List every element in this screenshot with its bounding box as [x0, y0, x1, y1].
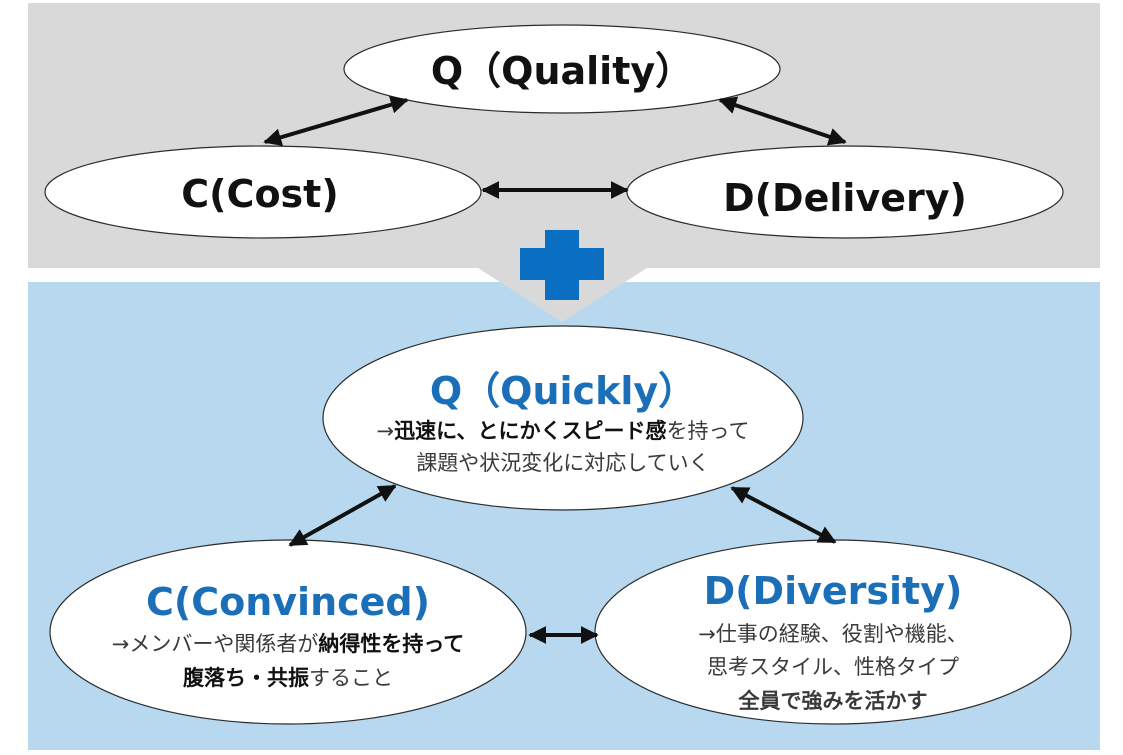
- quality-ellipse: [343, 24, 781, 114]
- diversity-desc-line3: 全員で強みを活かす: [738, 689, 928, 713]
- quickly-diversity-arrow: [730, 486, 837, 544]
- diversity-desc-line1: →仕事の経験、役割や機能、: [698, 622, 968, 646]
- cost-ellipse: [44, 145, 482, 239]
- plus-icon: [520, 230, 604, 300]
- cost-title: C(Cost): [181, 172, 338, 216]
- convinced-title: C(Convinced): [146, 580, 430, 624]
- delivery-title: D(Delivery): [723, 176, 967, 220]
- convinced-desc-line1: →メンバーや関係者が納得性を持って: [112, 632, 465, 656]
- quickly-desc-line1: →迅速に、とにかくスピード感を持って: [377, 419, 750, 443]
- convinced-ellipse: [49, 539, 527, 725]
- quickly-desc-line2: 課題や状況変化に対応していく: [416, 451, 709, 475]
- diversity-desc-line2: 思考スタイル、性格タイプ: [707, 655, 959, 679]
- quality-delivery-arrow: [718, 96, 847, 146]
- quality-title: Q（Quality）: [431, 49, 693, 93]
- quality-cost-arrow: [263, 95, 409, 147]
- convinced-desc-line2: 腹落ち・共振すること: [183, 666, 393, 690]
- quickly-convinced-arrow: [288, 484, 397, 547]
- quickly-ellipse: [322, 325, 804, 511]
- quickly-title: Q（Quickly）: [430, 369, 696, 413]
- diversity-title: D(Diversity): [704, 569, 963, 613]
